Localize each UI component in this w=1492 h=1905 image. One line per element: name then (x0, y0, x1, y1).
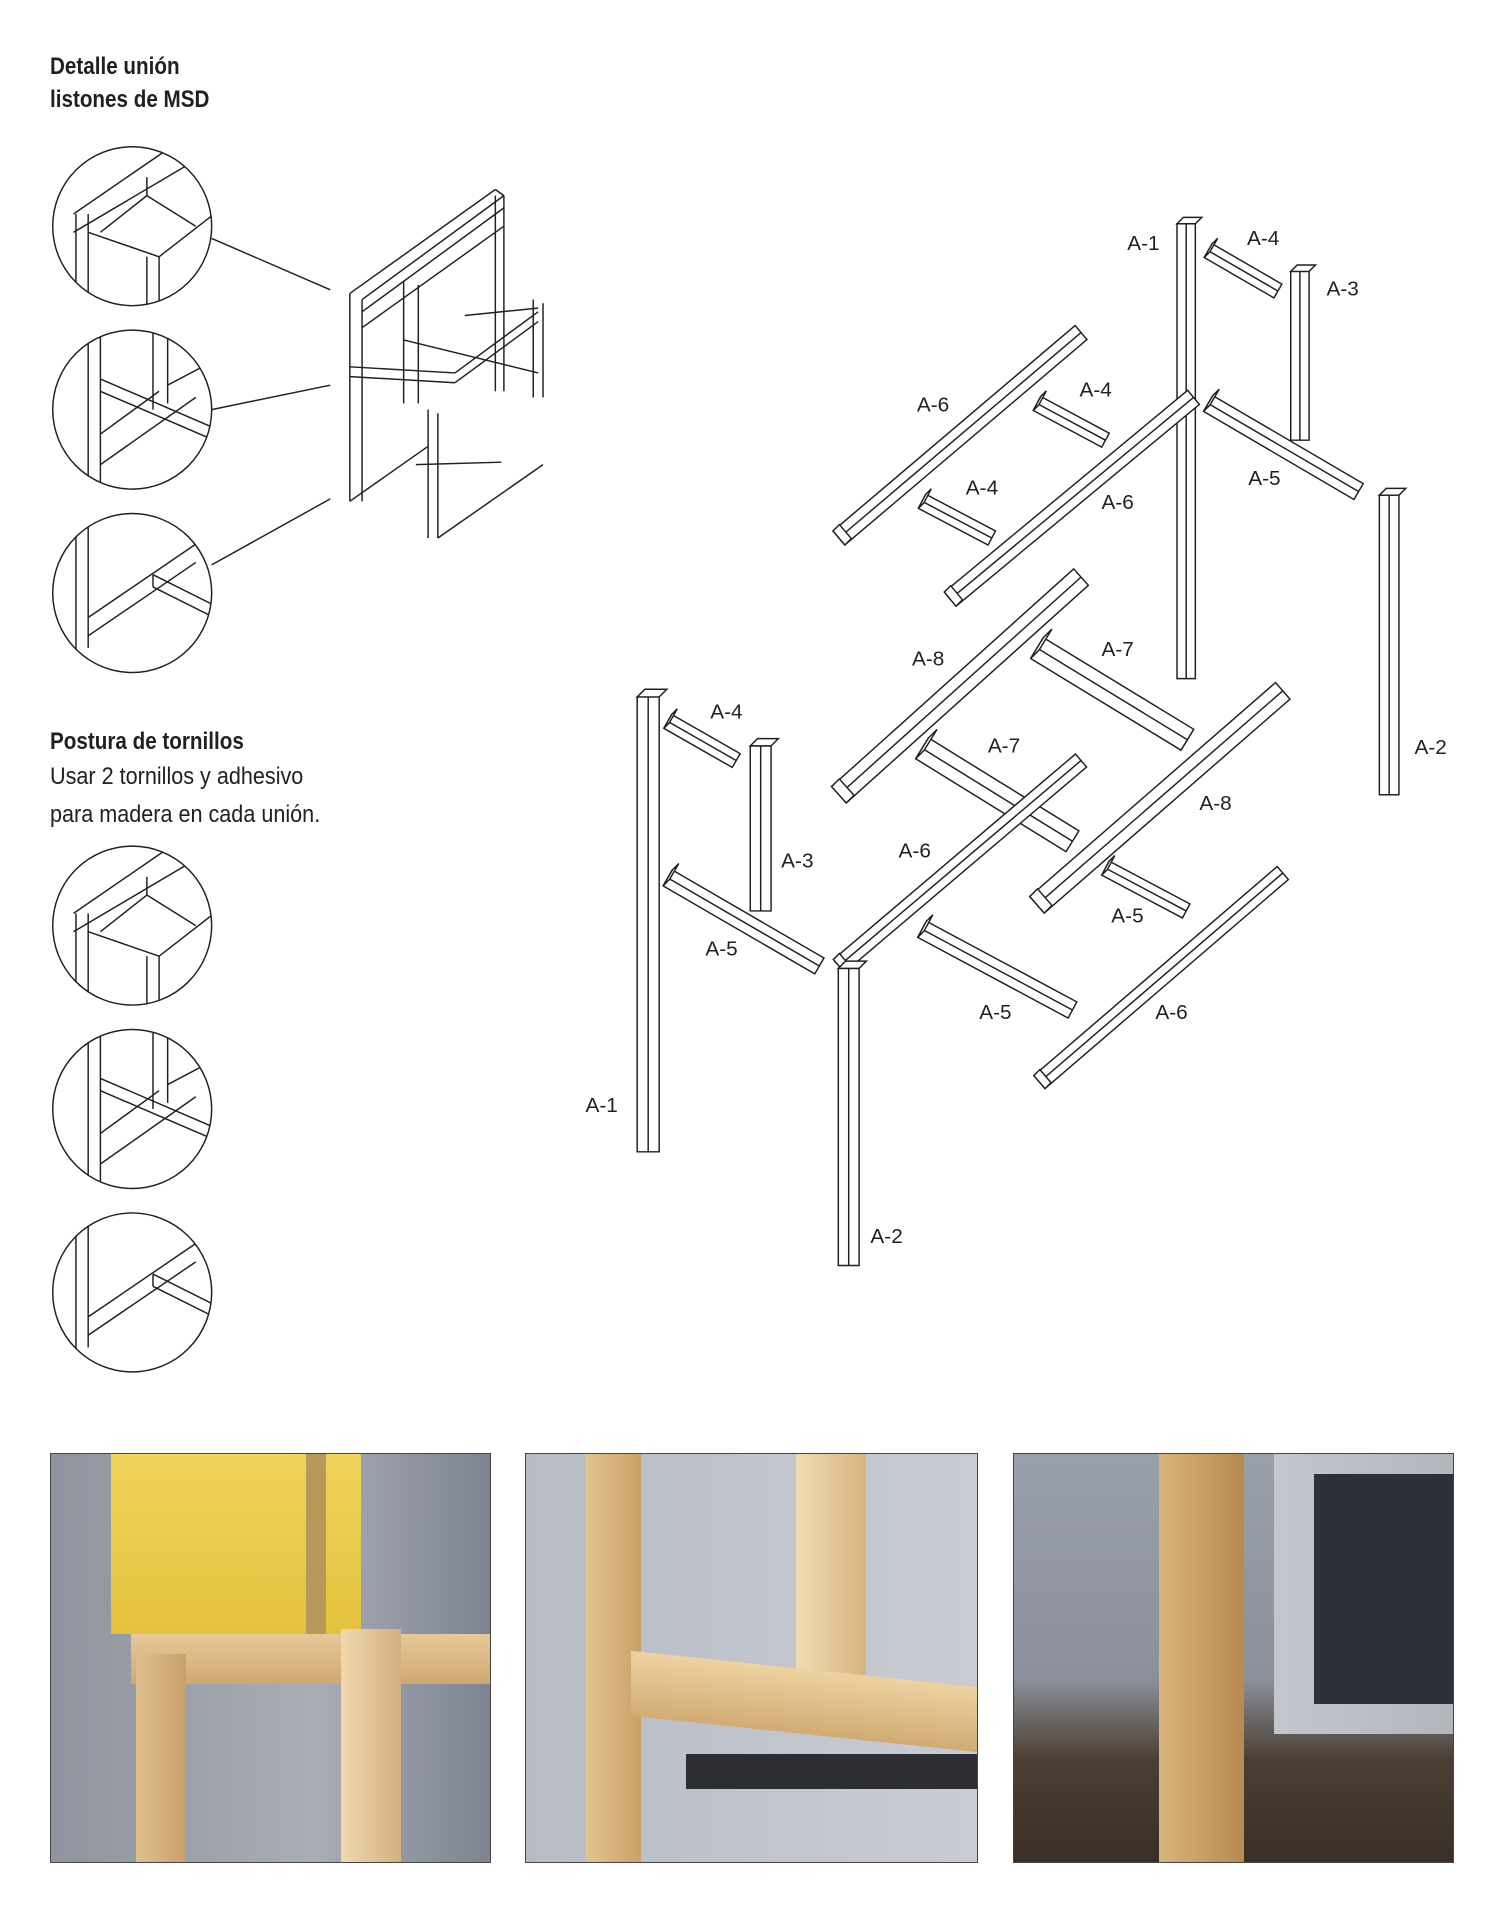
part-label: A-5 (705, 938, 737, 961)
wood-strip (917, 488, 997, 547)
detail-circle-outline (51, 845, 213, 1006)
part-label: A-4 (1247, 227, 1279, 250)
photo-wood-cross-joint (525, 1453, 978, 1863)
screws-section: Postura de tornillos Usar 2 tornillos y … (50, 725, 350, 834)
frame-edge (349, 188, 496, 295)
wood-strip (1377, 487, 1408, 796)
detail-circle-outline (51, 512, 213, 674)
frame-edge (437, 464, 544, 539)
frame-edge (361, 225, 505, 329)
wood-strip (1029, 628, 1195, 752)
part-label: A-8 (1199, 792, 1231, 815)
frame-edge (349, 445, 429, 502)
joint-detail-circle (51, 329, 213, 490)
wood-strip (1032, 865, 1290, 1090)
part-label: A-6 (899, 840, 931, 863)
wood-strip (662, 863, 825, 975)
part-label: A-1 (1127, 232, 1159, 255)
frame-edge (494, 188, 505, 197)
leader-line (211, 498, 331, 566)
exploded-parts (635, 216, 1408, 1267)
detail-title-line2: listones de MSD (50, 86, 210, 113)
wood-strip (1032, 390, 1111, 449)
part-label: A-2 (1415, 736, 1447, 759)
part-label: A-4 (710, 700, 742, 723)
part-label: A-5 (979, 1001, 1011, 1024)
wood-strip (662, 708, 742, 769)
screws-text-line2: para madera en cada unión. (50, 801, 321, 828)
part-label: A-6 (1102, 491, 1134, 514)
detail-circle-outline (51, 145, 213, 307)
wood-strip (943, 389, 1201, 608)
part-label: A-1 (586, 1094, 618, 1117)
joint-detail-circle (51, 145, 213, 307)
frame-edge (454, 311, 539, 374)
joint-detail-circle (51, 1028, 213, 1190)
photo-yellow-box-joint (50, 1453, 491, 1863)
detail-title-line1: Detalle unión (50, 53, 180, 80)
wood-strip (1203, 237, 1283, 299)
part-label: A-2 (870, 1225, 902, 1248)
frame-edge (349, 366, 456, 374)
wood-strip (1175, 216, 1204, 680)
frame-edge (403, 339, 539, 374)
wood-strip (1028, 681, 1292, 915)
wood-strip (832, 752, 1088, 974)
part-label: A-6 (917, 393, 949, 416)
part-label: A-5 (1248, 467, 1280, 490)
wood-strip (836, 960, 869, 1267)
detail-circle-outline (51, 1212, 213, 1373)
screws-title: Postura de tornillos (50, 728, 244, 755)
detail-circle-outline (51, 329, 213, 490)
wood-strip (635, 688, 669, 1153)
part-label: A-4 (966, 477, 998, 500)
wood-strip (1288, 264, 1318, 441)
part-label: A-7 (1102, 638, 1134, 661)
part-label: A-7 (988, 735, 1020, 758)
joint-detail-circle (51, 845, 213, 1006)
part-label: A-3 (1327, 277, 1359, 300)
frame-edge (361, 207, 505, 313)
leader-line (211, 237, 331, 291)
photo-wood-post-floor (1013, 1453, 1454, 1863)
screws-text-line1: Usar 2 tornillos y adhesivo (50, 763, 304, 790)
wood-strip (916, 914, 1078, 1020)
frame-edge (349, 375, 456, 384)
joint-detail-circle (51, 512, 213, 674)
detail-title: Detalle unión listones de MSD (50, 50, 209, 116)
part-label: A-8 (912, 648, 944, 671)
frame-edge (464, 307, 539, 317)
wood-strip (830, 567, 1090, 805)
frame-edge (454, 320, 539, 384)
part-label: A-4 (1080, 379, 1112, 402)
leader-line (211, 384, 331, 411)
wood-strip (831, 324, 1088, 547)
frame-edge (361, 195, 505, 301)
part-label: A-5 (1111, 905, 1143, 928)
wood-strip (1202, 388, 1365, 501)
joint-detail-circles (51, 145, 331, 1373)
joint-detail-circle (51, 1212, 213, 1373)
part-label: A-3 (781, 850, 813, 873)
wood-strip (748, 737, 781, 912)
detail-circle-outline (51, 1028, 213, 1190)
assembled-frame-drawing (349, 188, 544, 539)
frame-edge (415, 461, 502, 466)
part-label: A-6 (1155, 1001, 1187, 1024)
wood-strip (1100, 855, 1191, 919)
